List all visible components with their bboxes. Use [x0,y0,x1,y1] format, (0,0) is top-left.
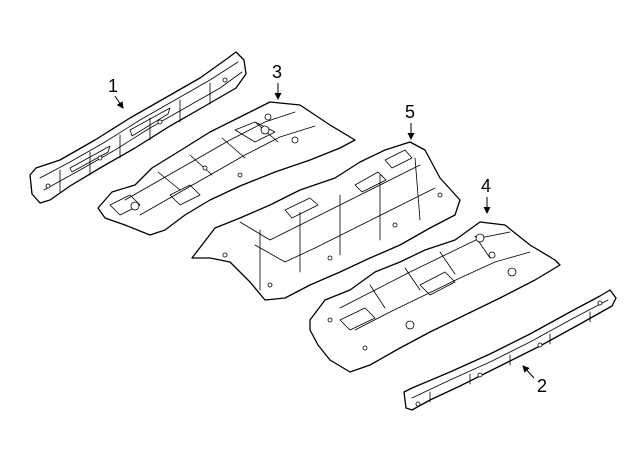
part-4-front-floor-pan[interactable] [309,221,561,373]
part-2-side-rail-right[interactable] [403,289,617,411]
callout-1: 1 [108,76,124,109]
leader-arrow-1 [114,95,124,109]
part-1-side-rail-left[interactable] [29,51,247,204]
part-3-rear-floor-pan[interactable] [97,101,356,236]
callout-2: 2 [522,365,547,396]
callout-label-3: 3 [272,62,282,82]
callout-3: 3 [272,62,282,100]
leader-arrow-2 [522,365,535,379]
callout-5: 5 [405,102,415,140]
callout-label-2: 2 [537,376,547,396]
part-5-center-floor-pan[interactable] [191,141,461,301]
callout-label-4: 4 [481,176,491,196]
callout-label-5: 5 [405,102,415,122]
callout-label-1: 1 [108,76,118,96]
callout-4: 4 [481,176,491,214]
